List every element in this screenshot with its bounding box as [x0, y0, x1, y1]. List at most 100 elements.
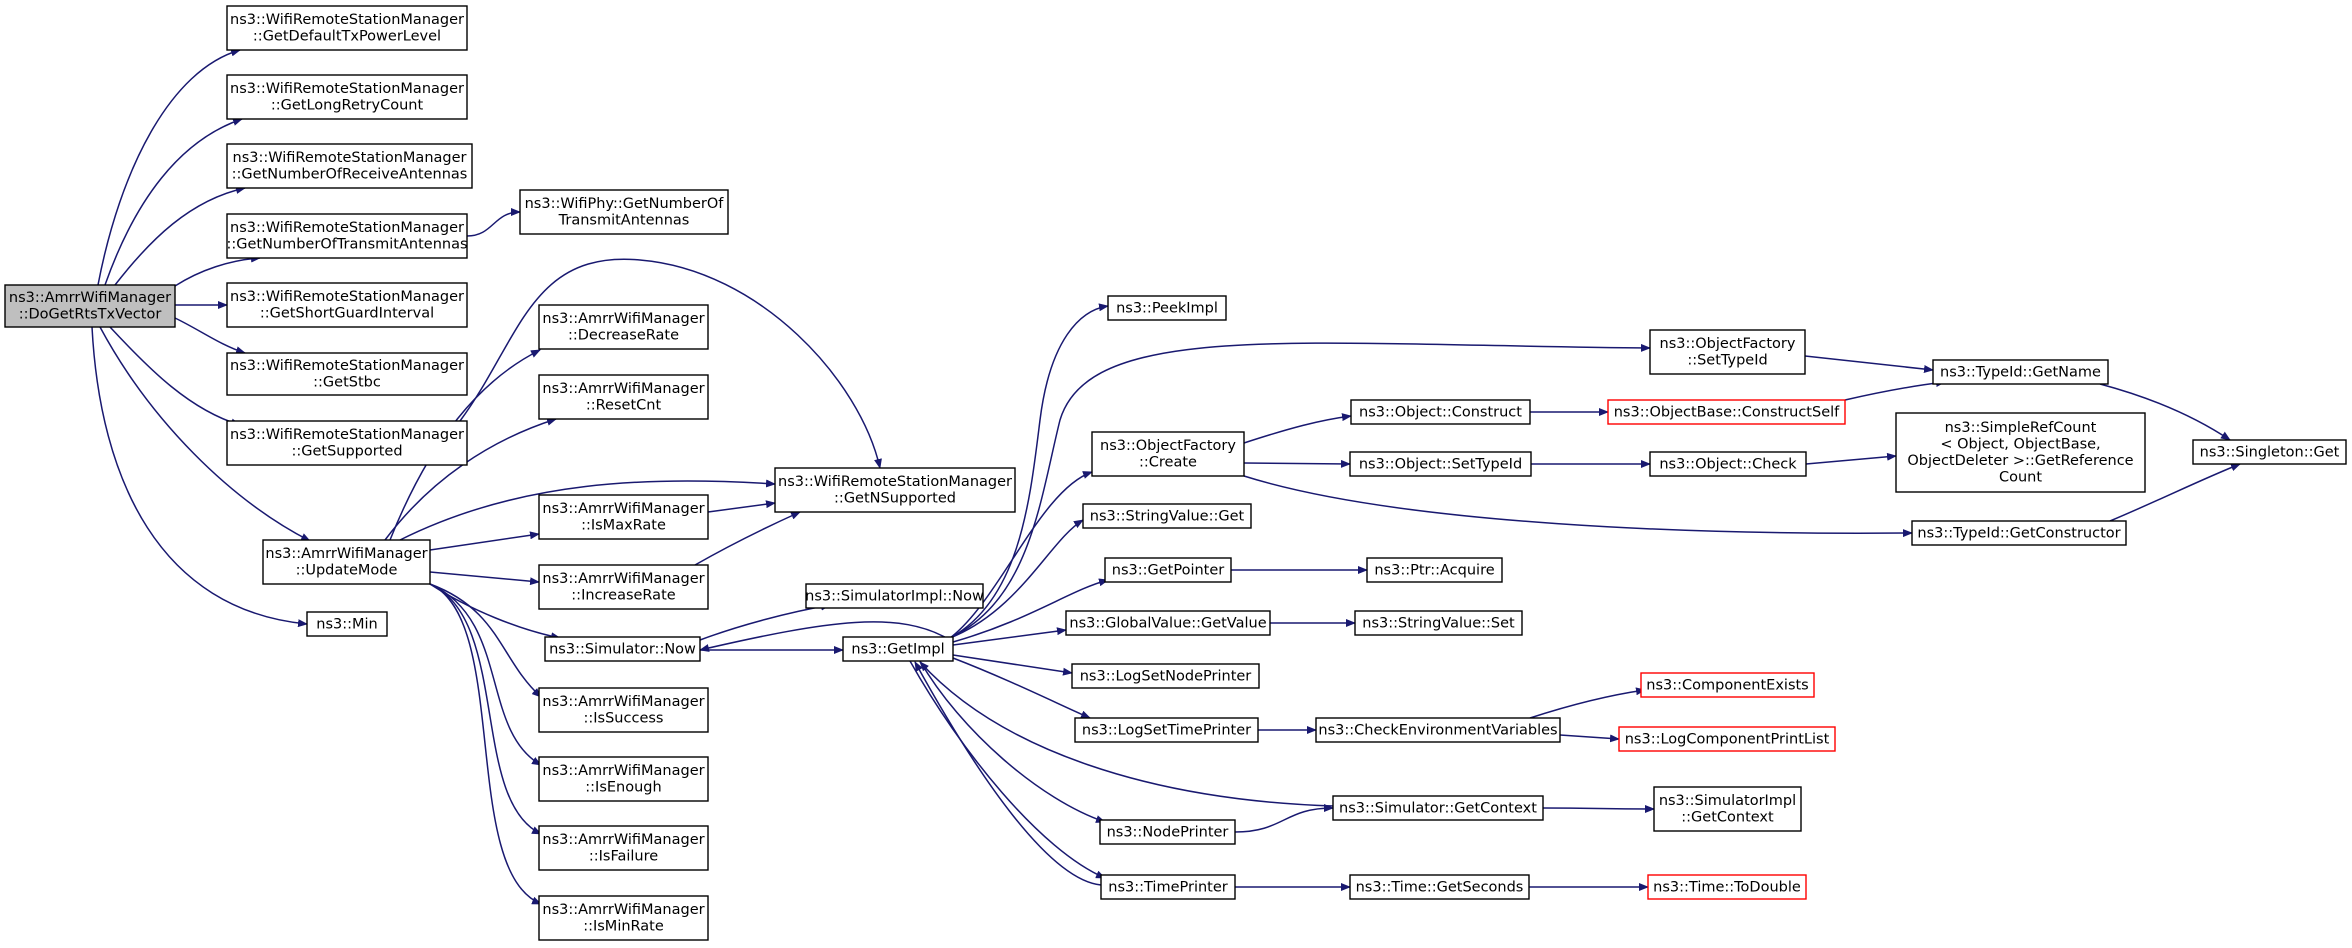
- node-ptrAcquire[interactable]: ns3::Ptr::Acquire: [1366, 557, 1503, 583]
- node-box[interactable]: [2192, 439, 2347, 465]
- node-logSetNodePrinter[interactable]: ns3::LogSetNodePrinter: [1071, 663, 1260, 689]
- node-min[interactable]: ns3::Min: [306, 611, 388, 637]
- node-simImplGetContext[interactable]: ns3::SimulatorImpl::GetContext: [1653, 786, 1802, 832]
- node-box[interactable]: [1065, 610, 1271, 636]
- node-box[interactable]: [1647, 874, 1807, 900]
- node-box[interactable]: [1074, 717, 1259, 743]
- node-objectCheck[interactable]: ns3::Object::Check: [1649, 451, 1807, 477]
- node-updateMode[interactable]: ns3::AmrrWifiManager::UpdateMode: [262, 539, 431, 585]
- node-resetCnt[interactable]: ns3::AmrrWifiManager::ResetCnt: [538, 374, 709, 420]
- node-box[interactable]: [1354, 610, 1523, 636]
- node-isMaxRate[interactable]: ns3::AmrrWifiManager::IsMaxRate: [538, 494, 709, 540]
- node-globalValueGetValue[interactable]: ns3::GlobalValue::GetValue: [1065, 610, 1271, 636]
- node-getLongRetryCount[interactable]: ns3::WifiRemoteStationManager::GetLongRe…: [226, 74, 468, 120]
- node-singletonGet[interactable]: ns3::Singleton::Get: [2192, 439, 2347, 465]
- node-isFailure[interactable]: ns3::AmrrWifiManager::IsFailure: [538, 825, 709, 871]
- node-timeToDouble[interactable]: ns3::Time::ToDouble: [1647, 874, 1807, 900]
- node-box[interactable]: [1104, 557, 1232, 583]
- node-box[interactable]: [1071, 663, 1260, 689]
- node-increaseRate[interactable]: ns3::AmrrWifiManager::IncreaseRate: [538, 564, 709, 610]
- node-isSuccess[interactable]: ns3::AmrrWifiManager::IsSuccess: [538, 687, 709, 733]
- node-getSupported[interactable]: ns3::WifiRemoteStationManager::GetSuppor…: [226, 420, 468, 466]
- node-getNSupported[interactable]: ns3::WifiRemoteStationManager::GetNSuppo…: [774, 467, 1016, 513]
- node-objectFactorySetTypeId[interactable]: ns3::ObjectFactory::SetTypeId: [1649, 329, 1806, 375]
- node-box[interactable]: [544, 636, 701, 662]
- node-root[interactable]: ns3::AmrrWifiManager::DoGetRtsTxVector: [4, 284, 176, 328]
- node-box[interactable]: [538, 825, 709, 871]
- node-box[interactable]: [226, 143, 473, 189]
- node-objectSetTypeId[interactable]: ns3::Object::SetTypeId: [1349, 451, 1532, 477]
- node-box[interactable]: [1911, 520, 2127, 546]
- node-box[interactable]: [538, 494, 709, 540]
- node-box[interactable]: [1607, 399, 1846, 425]
- node-box[interactable]: [1100, 874, 1236, 900]
- node-box[interactable]: [1349, 874, 1530, 900]
- node-box[interactable]: [226, 74, 468, 120]
- node-objectFactoryCreate[interactable]: ns3::ObjectFactory::Create: [1091, 431, 1245, 477]
- node-logComponentPrintList[interactable]: ns3::LogComponentPrintList: [1618, 726, 1836, 752]
- node-timeGetSeconds[interactable]: ns3::Time::GetSeconds: [1349, 874, 1530, 900]
- node-box[interactable]: [1895, 412, 2146, 493]
- node-simpleRefCount[interactable]: ns3::SimpleRefCount< Object, ObjectBase,…: [1895, 412, 2146, 493]
- node-box[interactable]: [1932, 359, 2109, 385]
- node-isMinRate[interactable]: ns3::AmrrWifiManager::IsMinRate: [538, 895, 709, 941]
- node-typeIdGetName[interactable]: ns3::TypeId::GetName: [1932, 359, 2109, 385]
- node-objectBaseConstructSelf[interactable]: ns3::ObjectBase::ConstructSelf: [1607, 399, 1846, 425]
- node-checkEnvVars[interactable]: ns3::CheckEnvironmentVariables: [1315, 717, 1561, 743]
- node-box[interactable]: [226, 352, 468, 396]
- node-box[interactable]: [538, 756, 709, 802]
- node-box[interactable]: [1315, 717, 1561, 743]
- node-box[interactable]: [538, 895, 709, 941]
- node-wifiPhyAntennas[interactable]: ns3::WifiPhy::GetNumberOfTransmitAntenna…: [519, 189, 729, 235]
- node-stringValueGet[interactable]: ns3::StringValue::Get: [1082, 503, 1252, 529]
- node-box[interactable]: [842, 636, 954, 662]
- node-getDefaultTxPowerLevel[interactable]: ns3::WifiRemoteStationManager::GetDefaul…: [226, 5, 468, 51]
- node-box[interactable]: [1350, 399, 1531, 425]
- node-decreaseRate[interactable]: ns3::AmrrWifiManager::DecreaseRate: [538, 304, 709, 350]
- node-componentExists[interactable]: ns3::ComponentExists: [1640, 672, 1815, 698]
- node-peekImpl[interactable]: ns3::PeekImpl: [1107, 295, 1227, 321]
- node-box[interactable]: [805, 583, 984, 609]
- node-getNumberOfTransmitAntennas[interactable]: ns3::WifiRemoteStationManager::GetNumber…: [226, 213, 468, 259]
- node-simImplNow[interactable]: ns3::SimulatorImpl::Now: [805, 583, 984, 609]
- node-box[interactable]: [538, 564, 709, 610]
- node-getShortGuardInterval[interactable]: ns3::WifiRemoteStationManager::GetShortG…: [226, 282, 468, 328]
- node-box[interactable]: [226, 5, 468, 51]
- node-box[interactable]: [1082, 503, 1252, 529]
- node-box[interactable]: [538, 304, 709, 350]
- node-typeIdGetConstructor[interactable]: ns3::TypeId::GetConstructor: [1911, 520, 2127, 546]
- node-box[interactable]: [4, 284, 176, 328]
- node-getPointer[interactable]: ns3::GetPointer: [1104, 557, 1232, 583]
- node-box[interactable]: [1107, 295, 1227, 321]
- node-logSetTimePrinter[interactable]: ns3::LogSetTimePrinter: [1074, 717, 1259, 743]
- node-getNumberOfReceiveAntennas[interactable]: ns3::WifiRemoteStationManager::GetNumber…: [226, 143, 473, 189]
- node-getImpl[interactable]: ns3::GetImpl: [842, 636, 954, 662]
- node-objectConstruct[interactable]: ns3::Object::Construct: [1350, 399, 1531, 425]
- node-simulatorNow[interactable]: ns3::Simulator::Now: [544, 636, 701, 662]
- node-box[interactable]: [262, 539, 431, 585]
- node-box[interactable]: [1653, 786, 1802, 832]
- node-box[interactable]: [306, 611, 388, 637]
- node-box[interactable]: [226, 282, 468, 328]
- node-box[interactable]: [1640, 672, 1815, 698]
- node-getStbc[interactable]: ns3::WifiRemoteStationManager::GetStbc: [226, 352, 468, 396]
- node-box[interactable]: [226, 420, 468, 466]
- node-box[interactable]: [226, 213, 468, 259]
- node-box[interactable]: [1349, 451, 1532, 477]
- node-box[interactable]: [538, 374, 709, 420]
- node-box[interactable]: [538, 687, 709, 733]
- node-isEnough[interactable]: ns3::AmrrWifiManager::IsEnough: [538, 756, 709, 802]
- node-timePrinter[interactable]: ns3::TimePrinter: [1100, 874, 1236, 900]
- node-box[interactable]: [1366, 557, 1503, 583]
- node-simGetContext[interactable]: ns3::Simulator::GetContext: [1332, 795, 1544, 821]
- node-box[interactable]: [1649, 329, 1806, 375]
- node-nodePrinter[interactable]: ns3::NodePrinter: [1099, 819, 1236, 845]
- node-stringValueSet[interactable]: ns3::StringValue::Set: [1354, 610, 1523, 636]
- node-box[interactable]: [1091, 431, 1245, 477]
- node-box[interactable]: [1618, 726, 1836, 752]
- node-box[interactable]: [774, 467, 1016, 513]
- node-box[interactable]: [1649, 451, 1807, 477]
- node-box[interactable]: [1332, 795, 1544, 821]
- node-box[interactable]: [519, 189, 729, 235]
- node-box[interactable]: [1099, 819, 1236, 845]
